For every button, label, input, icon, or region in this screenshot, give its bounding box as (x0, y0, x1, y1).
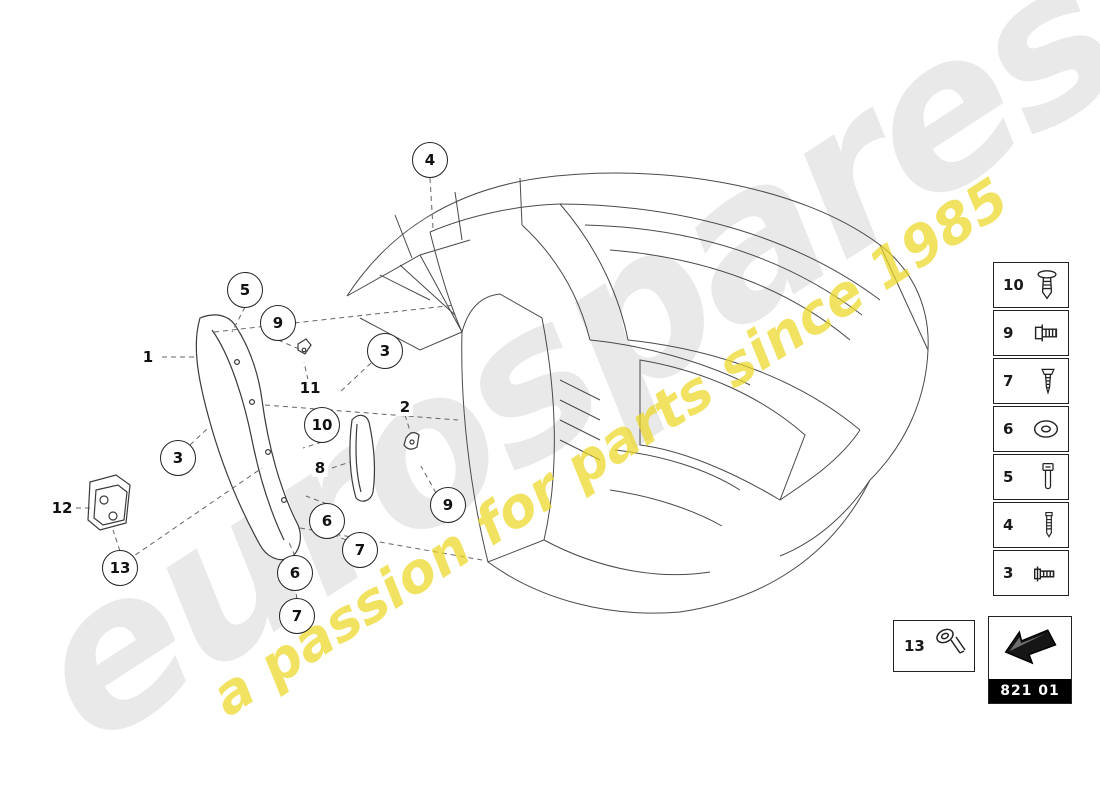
callout-label: 1 (142, 348, 154, 366)
callout-label: 12 (51, 499, 73, 517)
callout-label: 13 (109, 559, 131, 577)
legend-number: 3 (1003, 564, 1014, 582)
callout-9[interactable]: 9 (260, 305, 296, 341)
callout-7[interactable]: 7 (279, 598, 315, 634)
callout-6[interactable]: 6 (277, 555, 313, 591)
callout-12[interactable]: 12 (48, 499, 76, 517)
legend-number: 6 (1003, 420, 1014, 438)
callout-3[interactable]: 3 (160, 440, 196, 476)
callout-6[interactable]: 6 (309, 503, 345, 539)
legend-item-4[interactable]: 4 (993, 502, 1069, 548)
callout-label: 4 (424, 151, 436, 169)
legend-item-13[interactable]: 13 (893, 620, 975, 672)
tapping-screw-icon (1033, 361, 1063, 401)
legend-number-13: 13 (904, 637, 925, 655)
callout-label: 9 (442, 496, 454, 514)
callout-13[interactable]: 13 (102, 550, 138, 586)
callout-label: 8 (314, 459, 326, 477)
callout-label: 2 (399, 398, 411, 416)
bracket-part-2 (403, 432, 420, 450)
legend-number: 7 (1003, 372, 1014, 390)
stud-pin-icon (1035, 505, 1063, 545)
bracket-part-12 (87, 474, 131, 531)
torx-screw-icon (1033, 457, 1063, 497)
legend-item-10[interactable]: 10 (993, 262, 1069, 308)
legend-number: 5 (1003, 468, 1014, 486)
flange-bolt-icon (1029, 316, 1063, 350)
legend-number: 4 (1003, 516, 1014, 534)
callout-label: 3 (172, 449, 184, 467)
legend-item-7[interactable]: 7 (993, 358, 1069, 404)
callout-label: 11 (299, 379, 321, 397)
callout-label: 7 (354, 541, 366, 559)
callout-3[interactable]: 3 (367, 333, 403, 369)
callout-11[interactable]: 11 (296, 379, 324, 397)
callout-1[interactable]: 1 (139, 348, 157, 366)
callout-label: 7 (291, 607, 303, 625)
callout-label: 5 (239, 281, 251, 299)
diagram-code: 821 01 (989, 679, 1071, 703)
legend-item-6[interactable]: 6 (993, 406, 1069, 452)
callout-label: 9 (272, 314, 284, 332)
fastener-legend: 10 9 7 6 5 4 3 (993, 262, 1069, 596)
car-body-shell (346, 172, 929, 614)
callout-9[interactable]: 9 (430, 487, 466, 523)
diagram-nav-box[interactable]: 821 01 (988, 616, 1072, 704)
wing-protector-part (195, 314, 301, 561)
callout-4[interactable]: 4 (412, 142, 448, 178)
back-arrow-icon (999, 622, 1061, 674)
rivet-pin-icon (932, 624, 968, 668)
legend-item-9[interactable]: 9 (993, 310, 1069, 356)
callout-8[interactable]: 8 (311, 459, 329, 477)
legend-item-3[interactable]: 3 (993, 550, 1069, 596)
callout-10[interactable]: 10 (304, 407, 340, 443)
clip-part-11 (297, 338, 312, 355)
leader-lines (76, 177, 483, 600)
legend-number: 10 (1003, 276, 1024, 294)
legend-item-5[interactable]: 5 (993, 454, 1069, 500)
expanding-rivet-icon (1031, 265, 1063, 305)
callout-7[interactable]: 7 (342, 532, 378, 568)
callout-label: 10 (311, 416, 333, 434)
trim-strip-part-8 (349, 414, 376, 502)
washer-icon (1029, 412, 1063, 446)
callout-label: 6 (321, 512, 333, 530)
callout-2[interactable]: 2 (396, 398, 414, 416)
hex-bolt-icon (1029, 557, 1063, 589)
callout-label: 6 (289, 564, 301, 582)
callout-label: 3 (379, 342, 391, 360)
callout-5[interactable]: 5 (227, 272, 263, 308)
legend-number: 9 (1003, 324, 1014, 342)
